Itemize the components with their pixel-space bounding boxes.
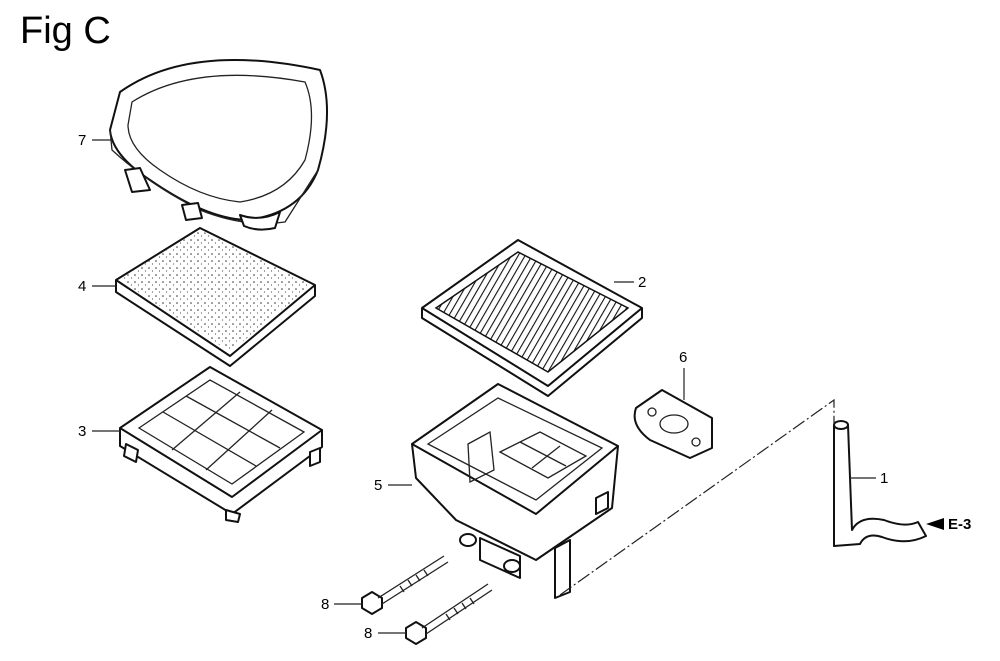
reference-arrow-icon: [926, 518, 944, 530]
callout-3: 3: [78, 423, 86, 440]
callout-4: 4: [78, 278, 86, 295]
callout-2: 2: [638, 274, 646, 291]
part-4-foam-element: [115, 227, 316, 367]
callout-8-upper: 8: [321, 596, 329, 613]
part-2-paper-element: [421, 239, 643, 397]
part-8-bolt-upper: [361, 555, 449, 615]
reference-e3: E-3: [948, 516, 971, 533]
callout-1: 1: [880, 470, 888, 487]
part-3-filter-grid: [119, 366, 323, 523]
figure-title: Fig C: [20, 10, 111, 52]
callout-7: 7: [78, 132, 86, 149]
connection-line: [559, 398, 835, 596]
callout-8-lower: 8: [364, 625, 372, 642]
part-5-air-cleaner-case: [411, 383, 619, 599]
callout-6: 6: [679, 349, 687, 366]
part-8-bolt-lower: [405, 583, 493, 645]
part-7-air-cleaner-cover: [109, 59, 329, 231]
callout-5: 5: [374, 477, 382, 494]
part-6-gasket: [633, 389, 713, 459]
